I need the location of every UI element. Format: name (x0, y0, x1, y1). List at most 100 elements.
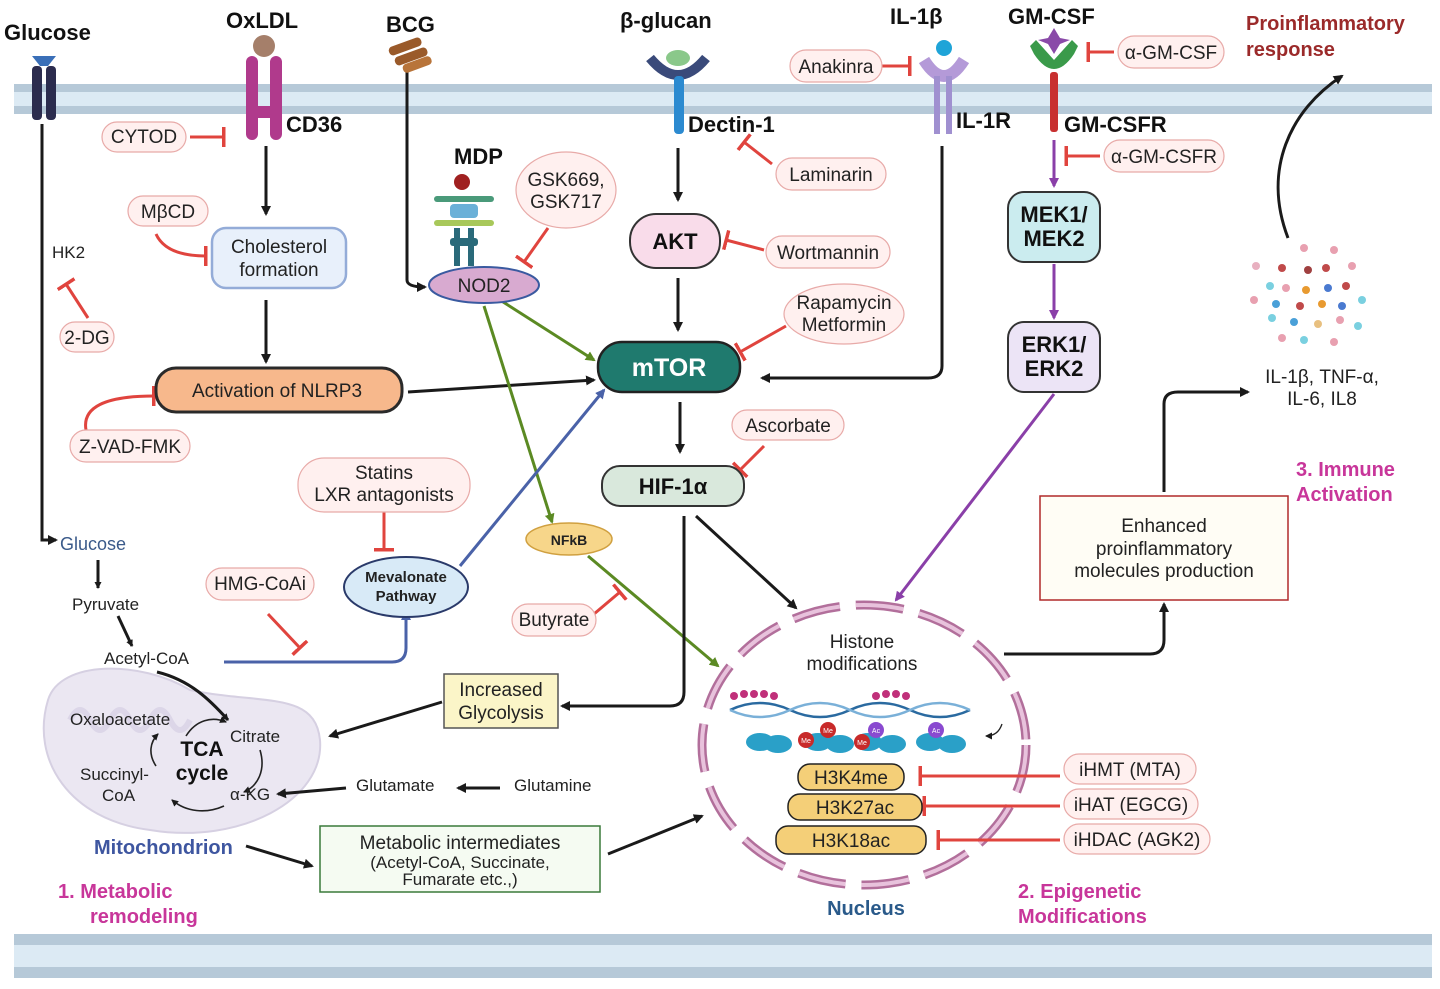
oxaloacetate-label: Oxaloacetate (70, 710, 170, 729)
gmcsf-label: GM-CSF (1008, 4, 1095, 29)
enhanced-label-1: Enhanced (1121, 516, 1207, 537)
arrows (40, 72, 1344, 869)
metab-label-1: Metabolic intermediates (360, 833, 561, 854)
citrate-label: Citrate (230, 727, 280, 746)
mek-label-1: MEK1/ (1020, 202, 1087, 227)
anakinra-pill (789, 49, 883, 83)
oxldl-label: OxLDL (226, 8, 298, 33)
glucose-label: Glucose (4, 20, 91, 45)
section-3-label-1: 3. Immune (1296, 459, 1395, 481)
arrow-nlrp3-mtor (407, 375, 596, 394)
arrow-nfkb-nucleus (587, 554, 720, 668)
ac-mark: Ac (872, 728, 881, 735)
nod2-label: NOD2 (458, 276, 511, 297)
2dg-pill (59, 321, 115, 353)
akt-label: AKT (652, 229, 698, 254)
cholesterol-box (210, 226, 348, 290)
gsk-pill (515, 151, 617, 229)
inhibition-lines (56, 42, 1114, 850)
mdp-label: MDP (454, 144, 503, 169)
ihmt-label: iHMT (MTA) (1079, 760, 1181, 781)
pyruvate-label: Pyruvate (72, 595, 139, 614)
gsk-label-2: GSK717 (530, 192, 602, 213)
cholesterol-label-2: formation (239, 260, 318, 281)
glycolysis-label-1: Increased (459, 680, 542, 701)
agmcsfr-pill (1103, 139, 1225, 173)
section-3-label-2: Activation (1296, 484, 1393, 506)
arrow-acetyl-mevalonate (224, 610, 411, 664)
butyrate-label: Butyrate (519, 610, 590, 631)
h3k27ac-box (787, 793, 923, 821)
gmcsfr-label: GM-CSFR (1064, 112, 1167, 137)
ihdac-pill (1063, 823, 1211, 855)
tca-label-2: cycle (176, 762, 229, 785)
nod2-node (428, 266, 540, 304)
h3k18ac-label: H3K18ac (812, 831, 890, 852)
hif-label: HIF-1α (639, 474, 708, 499)
h3k27ac-label: H3K27ac (816, 798, 894, 819)
section-2-label-2: Modifications (1018, 906, 1147, 928)
mevalonate-label-1: Mevalonate (365, 569, 447, 586)
ihat-label: iHAT (EGCG) (1074, 795, 1188, 816)
proinflammatory-label-1: Proinflammatory (1246, 13, 1406, 35)
rapamycin-pill (783, 283, 905, 345)
ihmt-pill (1063, 753, 1197, 785)
mitochondrion-shape (42, 667, 322, 834)
ac-mark: Ac (932, 728, 941, 735)
metabolic-intermediates-box (319, 825, 601, 893)
arrow-hif-nucleus (694, 514, 798, 610)
il1r-label: IL-1R (956, 108, 1011, 133)
ihat-pill (1063, 788, 1199, 820)
nfkb-node (525, 522, 613, 556)
metab-label-2: (Acetyl-CoA, Succinate, (370, 853, 550, 872)
metab-label-3: Fumarate etc.,) (402, 870, 517, 889)
laminarin-pill (775, 157, 887, 191)
agmcsfr-label: α-GM-CSFR (1111, 147, 1217, 168)
proinflammatory-label-2: response (1246, 39, 1335, 61)
glucose-cyto-label: Glucose (60, 534, 126, 554)
plasma-membrane (14, 84, 1432, 114)
succinyl-label-2: CoA (102, 786, 136, 805)
glycolysis-label-2: Glycolysis (458, 703, 544, 724)
me-mark: Me (823, 728, 833, 735)
mitochondrion-label: Mitochondrion (94, 837, 233, 859)
arrow-glucose-in (40, 124, 58, 545)
bcg-label: BCG (386, 12, 435, 37)
erk-node (1007, 321, 1101, 393)
cytod-pill (101, 121, 187, 153)
tca-cycle-arrows (150, 716, 263, 812)
mtor-label: mTOR (632, 354, 707, 382)
cytod-label: CYTOD (111, 127, 177, 148)
glucose-transporter (32, 56, 56, 120)
hif-node (601, 465, 745, 507)
acetyl-coa-label: Acetyl-CoA (104, 649, 190, 668)
cytokine-particles (1250, 244, 1366, 346)
cytokines-label-1: IL-1β, TNF-α, (1265, 367, 1379, 388)
arrow-nod2-mtor (499, 298, 596, 362)
anakinra-label: Anakinra (799, 57, 874, 78)
agmcsf-label: α-GM-CSF (1125, 43, 1217, 64)
glutamine-label: Glutamine (514, 776, 591, 795)
mevalonate-label-2: Pathway (376, 588, 438, 605)
bottom-membrane (14, 934, 1432, 978)
nod2-receptor (434, 174, 494, 266)
beta-glucan-label: β-glucan (620, 8, 712, 33)
enhanced-box (1039, 495, 1289, 601)
arrow-mevalonate-mtor (458, 388, 606, 567)
dectin1-receptor (646, 50, 710, 134)
hmgcoai-label: HMG-CoAi (214, 574, 306, 595)
erk-label-2: ERK2 (1025, 356, 1084, 381)
nfkb-label: NFkB (551, 532, 588, 548)
zvad-pill (69, 429, 191, 463)
section-1-label-1: 1. Metabolic (58, 881, 172, 903)
h3k18ac-box (775, 825, 927, 855)
dectin1-label: Dectin-1 (688, 112, 775, 137)
nucleus-label: Nucleus (827, 898, 905, 920)
arrow-il1r-mtor (760, 146, 944, 383)
rapamycin-label-1: Rapamycin (796, 293, 891, 314)
ascorbate-pill (731, 409, 845, 441)
agmcsf-pill (1117, 35, 1225, 69)
chromatin-illustration: Me Me Me Ac Ac (729, 690, 1003, 753)
